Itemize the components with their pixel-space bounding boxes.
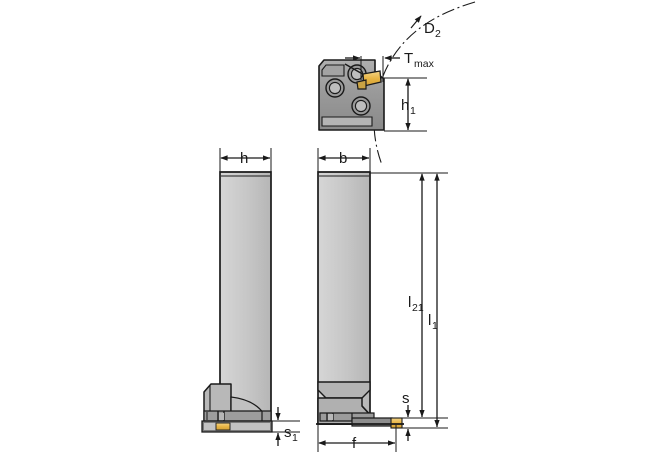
s1-base: s [284,424,292,441]
front-neck-chamfer [317,381,371,399]
s-base: s [402,390,410,407]
side-rail-gap [219,413,224,420]
tmax-base: T [404,50,413,67]
l1-base: l [428,312,431,329]
h1-subscript: 1 [410,105,416,117]
side-base-inner [204,423,270,430]
head-lower-rail [321,116,373,127]
dimension-label-b: b [339,150,347,167]
l1-subscript: 1 [432,320,438,332]
b-base: b [339,150,347,167]
tmax-subscript: max [414,58,435,70]
dimension-label-h: h [240,150,248,167]
dimension-label-l1: l 1 [428,312,438,332]
dimension-label-s: s [402,390,410,407]
l21-subscript: 21 [412,302,424,314]
d2-subscript: 2 [435,28,441,40]
head-upper-pocket [321,64,345,77]
side-lower-rail [203,410,272,422]
d2-leader-line [410,15,422,29]
detail-head-view: D 2 T max h 1 [318,1,476,166]
dimension-label-s1: s 1 [284,424,298,444]
side-insert-gold [215,422,231,431]
front-view: b [316,148,448,452]
h1-base: h [401,97,409,114]
dimension-label-l21: l 21 [408,294,424,314]
dimension-label-h1: h 1 [401,97,416,117]
d2-base: D [424,20,435,37]
dimension-label-d2: D 2 [424,20,441,40]
l21-base: l [408,294,411,311]
side-view: h [201,148,300,446]
insert-cutting-nose [356,79,367,90]
s1-subscript: 1 [292,432,298,444]
front-rail-gap [328,414,333,420]
dimension-label-f: f [352,435,357,452]
f-base: f [352,435,357,452]
h-base: h [240,150,248,167]
dimension-label-tmax: T max [404,50,435,70]
